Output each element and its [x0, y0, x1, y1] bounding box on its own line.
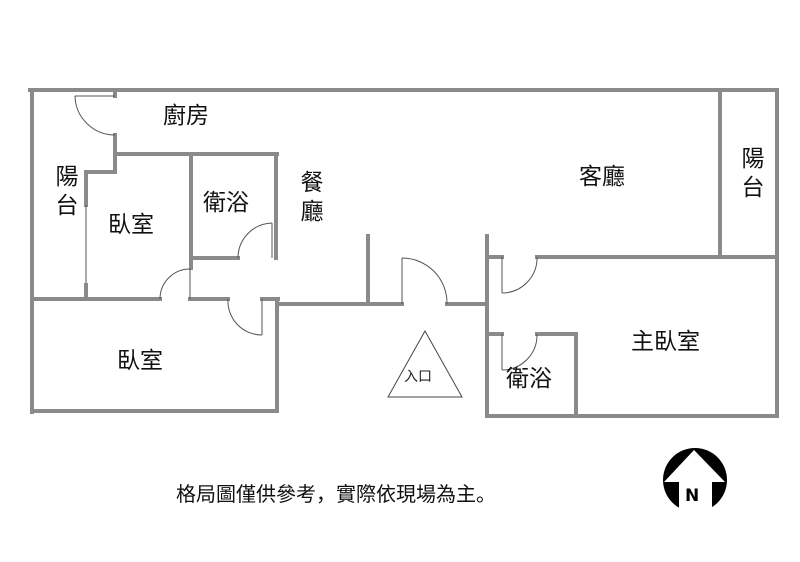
room-label-dining: 餐廳 [296, 170, 322, 228]
doors [74, 95, 538, 371]
room-label-balcony-right: 陽台 [737, 146, 763, 204]
entrance-label: 入口 [404, 369, 432, 385]
entrance-marker [387, 329, 463, 398]
disclaimer-note: 格局圖僅供參考，實際依現場為主。 [176, 482, 496, 506]
compass-label: N [685, 486, 700, 506]
room-label-bath-master: 衛浴 [506, 366, 552, 392]
walls [28, 88, 779, 418]
room-label-living: 客廳 [579, 164, 625, 190]
room-label-master-bedroom: 主臥室 [631, 329, 700, 355]
room-label-balcony-left: 陽台 [51, 164, 77, 222]
room-label-bedroom-bottom: 臥室 [117, 348, 163, 374]
north-compass-icon [663, 448, 727, 512]
room-label-kitchen: 廚房 [163, 103, 209, 129]
room-label-bedroom-small: 臥室 [108, 212, 154, 238]
room-label-bath-left: 衛浴 [203, 190, 249, 216]
